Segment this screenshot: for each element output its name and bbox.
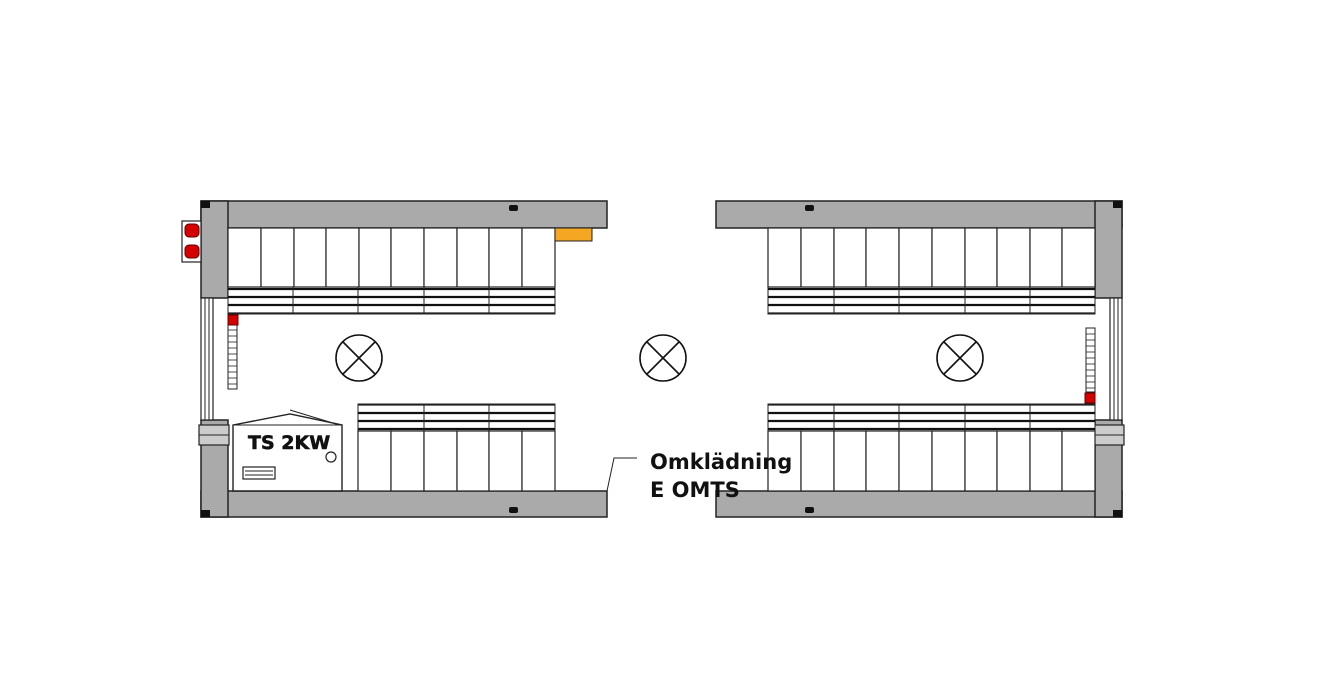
locker bbox=[456, 227, 490, 288]
locker bbox=[423, 227, 458, 288]
locker bbox=[996, 227, 1031, 288]
electrical-outlet-icon bbox=[181, 220, 202, 263]
locker bbox=[996, 430, 1031, 492]
locker bbox=[800, 227, 835, 288]
left-room: TS 2KW bbox=[181, 200, 608, 518]
locker bbox=[767, 430, 802, 492]
locker bbox=[423, 430, 458, 492]
heater-label: TS 2KW bbox=[248, 432, 330, 454]
locker bbox=[456, 430, 490, 492]
locker bbox=[357, 430, 392, 492]
left-room-top-wall bbox=[200, 200, 608, 229]
locker bbox=[390, 430, 425, 492]
ceiling-light-icon bbox=[936, 334, 984, 382]
left-room-bottom-wall bbox=[200, 490, 608, 518]
left-bottom-bench bbox=[357, 403, 556, 432]
wall-marker bbox=[509, 507, 518, 513]
wall-marker bbox=[1113, 201, 1122, 208]
left-room-left-wall-upper bbox=[200, 200, 229, 299]
room-annotation: Omklädning E OMTS bbox=[606, 450, 792, 502]
wall-marker bbox=[805, 507, 814, 513]
locker bbox=[833, 430, 867, 492]
right-room bbox=[715, 200, 1125, 518]
locker bbox=[898, 430, 933, 492]
wall-marker bbox=[201, 201, 210, 208]
locker bbox=[227, 227, 262, 288]
locker bbox=[865, 227, 900, 288]
left-top-lockers bbox=[227, 227, 593, 288]
locker bbox=[1061, 430, 1096, 492]
right-top-lockers bbox=[767, 227, 1096, 288]
right-room-right-wall-upper bbox=[1094, 200, 1123, 299]
left-top-bench bbox=[227, 286, 556, 315]
door-icon bbox=[1093, 297, 1125, 446]
locker bbox=[898, 227, 933, 288]
locker bbox=[358, 227, 392, 288]
right-room-top-wall bbox=[715, 200, 1123, 229]
right-bottom-bench bbox=[767, 403, 1096, 432]
locker bbox=[390, 227, 425, 288]
locker bbox=[521, 227, 556, 288]
locker bbox=[293, 227, 327, 288]
locker bbox=[964, 227, 998, 288]
locker bbox=[325, 227, 360, 288]
locker bbox=[931, 227, 966, 288]
right-top-bench bbox=[767, 286, 1096, 315]
locker bbox=[767, 227, 802, 288]
right-bottom-lockers bbox=[767, 430, 1096, 492]
locker bbox=[521, 430, 556, 492]
locker bbox=[964, 430, 998, 492]
locker bbox=[488, 227, 523, 288]
left-bottom-lockers bbox=[357, 430, 556, 492]
heater-unit: TS 2KW bbox=[232, 409, 343, 492]
wall-marker bbox=[201, 510, 210, 517]
wall-marker bbox=[1113, 510, 1122, 517]
locker bbox=[931, 430, 966, 492]
locker bbox=[1029, 227, 1063, 288]
locker bbox=[260, 227, 295, 288]
locker bbox=[1061, 227, 1096, 288]
annotation-line-1: Omklädning bbox=[650, 450, 792, 474]
door-icon bbox=[198, 297, 230, 446]
wall-marker bbox=[805, 205, 814, 211]
locker bbox=[1029, 430, 1063, 492]
radiator-icon bbox=[227, 314, 239, 390]
locker bbox=[800, 430, 835, 492]
wall-marker bbox=[509, 205, 518, 211]
ceiling-light-icon bbox=[335, 334, 383, 382]
leader-line bbox=[606, 457, 637, 492]
locker bbox=[865, 430, 900, 492]
locker bbox=[488, 430, 523, 492]
radiator-icon bbox=[1084, 327, 1096, 404]
orange-panel bbox=[554, 227, 593, 242]
right-room-bottom-wall bbox=[715, 490, 1123, 518]
ceiling-light-icon bbox=[639, 334, 687, 382]
locker bbox=[833, 227, 867, 288]
annotation-line-2: E OMTS bbox=[650, 478, 740, 502]
